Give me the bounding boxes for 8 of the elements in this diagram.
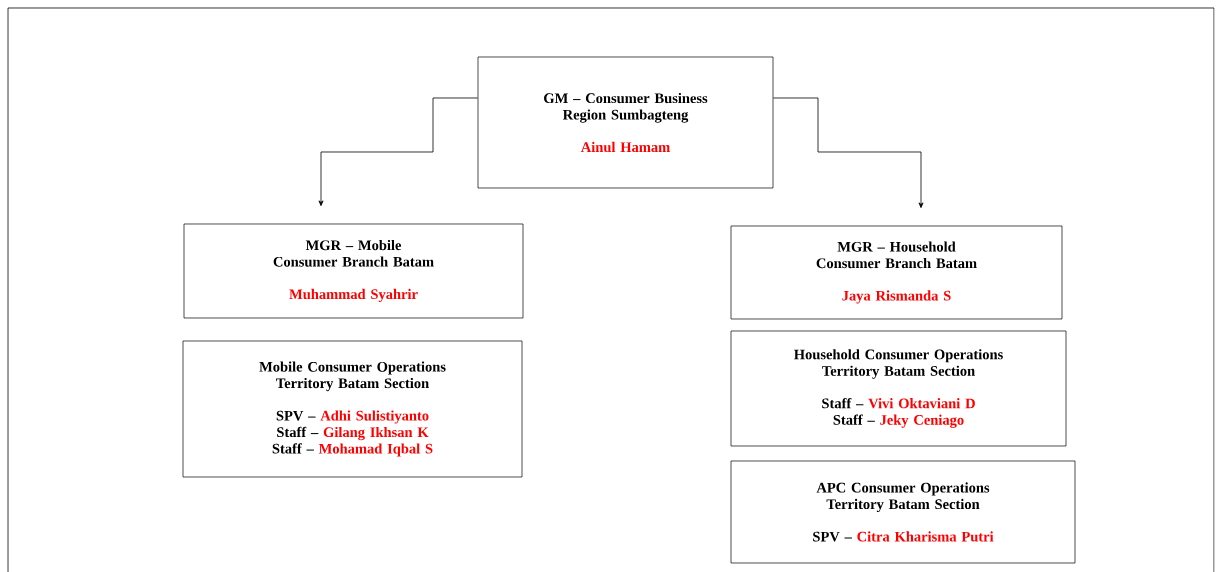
org-box: Mobile Consumer Operations Territory Batam Section SPV – Adhi Sulistiyanto Staff – Gilang Ikhsan K Staff – Mohamad Iqbal S: [182, 340, 523, 478]
arrow: [772, 97, 924, 209]
org-box: Household Consumer Operations Territory Batam Section Staff – Vivi Oktaviani D Staff – Jeky Ceniago: [730, 330, 1067, 447]
arrow: [318, 97, 479, 207]
org-box: MGR – Household Consumer Branch Batam Jaya Rismanda S: [730, 225, 1063, 320]
org-box: GM – Consumer Business Region Sumbagteng Ainul Hamam: [477, 56, 774, 189]
org-box: MGR – Mobile Consumer Branch Batam Muhammad Syahrir: [183, 223, 524, 319]
org-box: APC Consumer Operations Territory Batam Section SPV – Citra Kharisma Putri: [730, 460, 1076, 564]
